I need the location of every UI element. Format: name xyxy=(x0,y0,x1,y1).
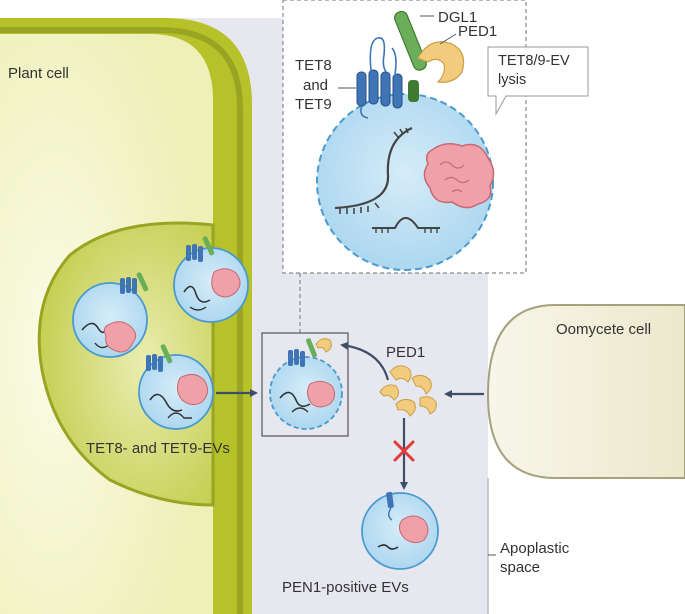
tet8-label: TET8 xyxy=(295,57,332,74)
lysis-label-line1: TET8/9-EV xyxy=(498,53,570,69)
small-lysed-ev xyxy=(269,338,343,430)
inset-hairpin-ticks xyxy=(375,228,438,233)
inset-ev xyxy=(316,93,494,271)
small-box xyxy=(261,332,349,437)
inset-rna-ticks xyxy=(339,127,409,214)
pen1-evs-label: PEN1-positive EVs xyxy=(282,579,409,596)
oomycete-cell-label: Oomycete cell xyxy=(556,321,651,338)
inset-dgl1 xyxy=(394,10,427,102)
plant-cell-label: Plant cell xyxy=(8,65,69,82)
apoplastic-label-line1: Apoplastic xyxy=(500,540,570,557)
inset-ped1 xyxy=(417,41,465,83)
tet-ev-1 xyxy=(72,272,149,358)
inset-cargo-protein xyxy=(423,143,495,209)
ped1-top-label: PED1 xyxy=(458,23,497,40)
and-label: and xyxy=(303,77,328,94)
tet-evs-label: TET8- and TET9-EVs xyxy=(86,440,230,457)
ped1-cluster xyxy=(379,365,437,417)
inset-cargo-texture xyxy=(439,161,470,193)
inset-tetraspanin xyxy=(356,37,403,119)
tet-ev-2 xyxy=(173,236,249,323)
leader-ped1 xyxy=(439,33,457,45)
pen1-ev xyxy=(361,491,439,570)
dgl1-label: DGL1 xyxy=(438,9,477,26)
ped1-mid-label: PED1 xyxy=(386,344,425,361)
oomycete-cell xyxy=(486,304,685,479)
plant-pocket xyxy=(37,221,215,507)
apoplastic-label-line2: space xyxy=(500,559,540,576)
tet9-label: TET9 xyxy=(295,96,332,113)
plant-wall-shade xyxy=(0,27,243,614)
inset-rna-strand xyxy=(334,127,413,210)
block-x-icon xyxy=(393,440,415,462)
lysis-callout xyxy=(487,46,589,116)
tet-ev-3 xyxy=(138,344,214,430)
inset-hairpin-rna xyxy=(372,217,440,229)
lysis-label-line2: lysis xyxy=(498,72,526,88)
arrow-ped1-to-ev xyxy=(340,341,390,381)
